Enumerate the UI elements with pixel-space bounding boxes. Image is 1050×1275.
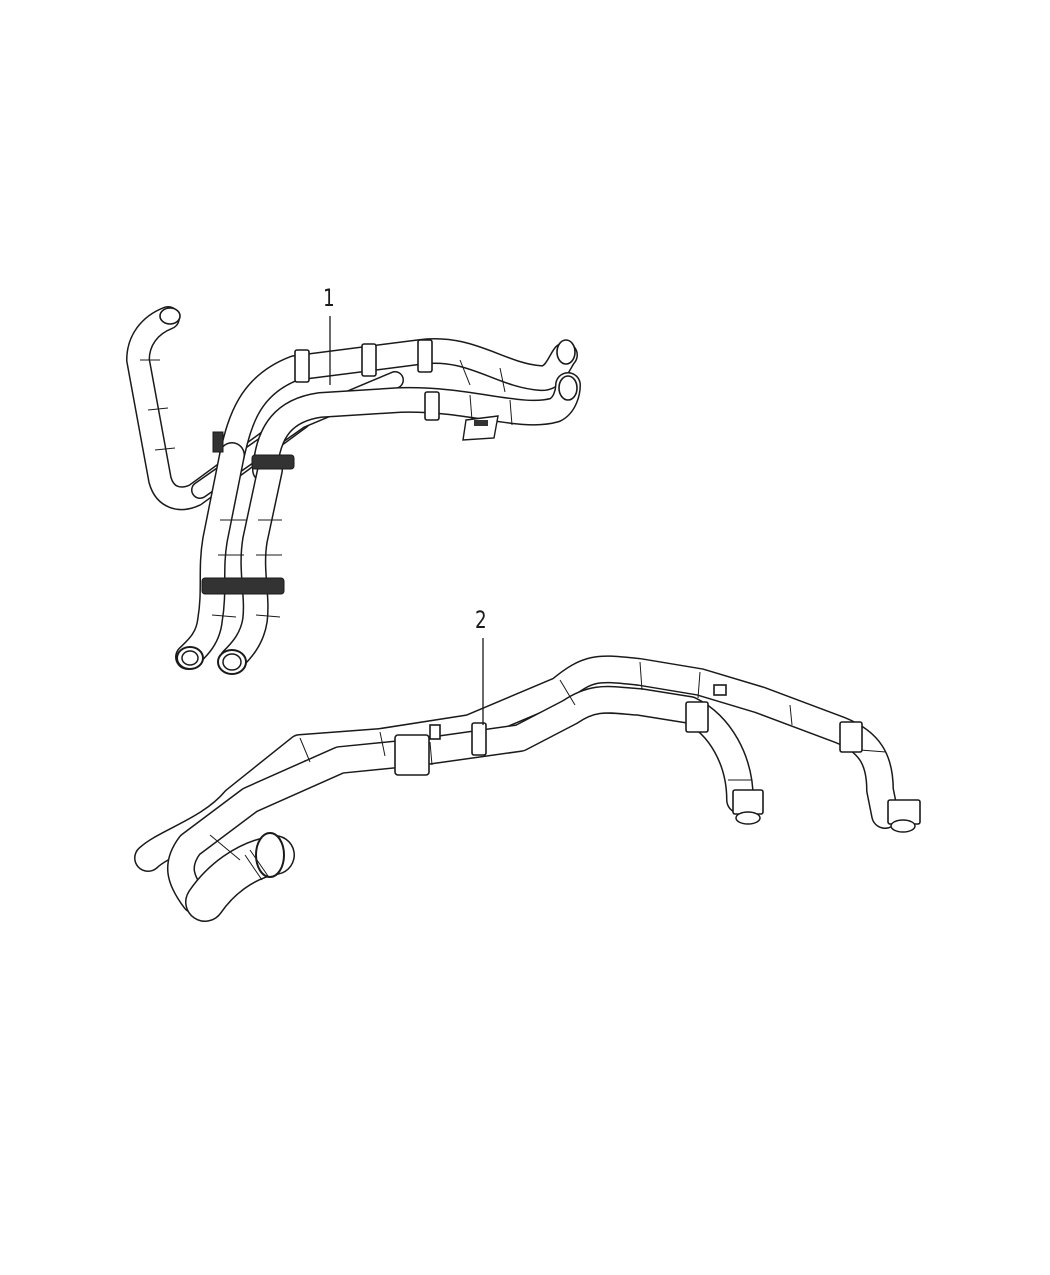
hose-assembly-1[interactable]: [126, 306, 581, 675]
callout-1-label: 1: [323, 284, 335, 312]
hose-assembly-2[interactable]: [134, 655, 921, 922]
callout-2-label: 2: [475, 606, 487, 634]
